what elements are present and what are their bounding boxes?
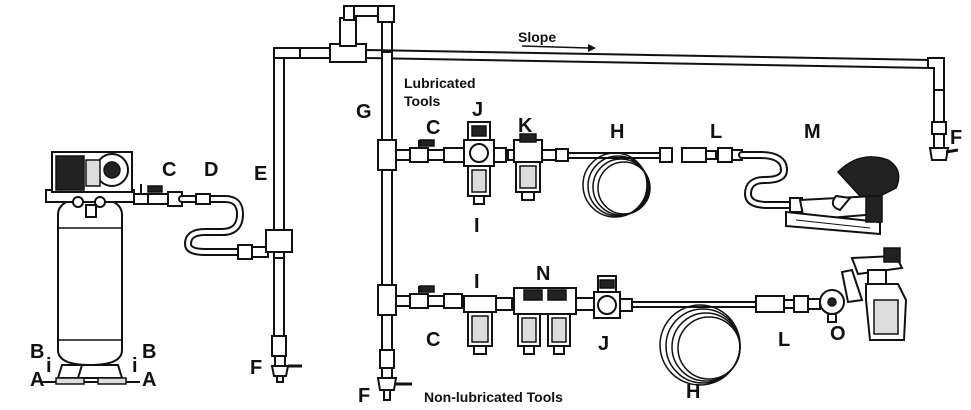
label-g: G: [356, 101, 372, 123]
regulator-lower: [593, 275, 633, 319]
lower-branch: [395, 285, 463, 309]
lubricator-k: [507, 133, 557, 201]
label-l-lower: L: [778, 329, 790, 351]
label-n: N: [536, 263, 550, 285]
drain-valve-bottom: [376, 367, 412, 401]
caption-slope: Slope: [518, 29, 556, 45]
label-o: O: [830, 323, 846, 345]
label-c-compressor: C: [162, 159, 176, 181]
drain-valve-left: [270, 355, 302, 383]
label-b-right: B: [142, 341, 156, 363]
label-k: K: [518, 115, 533, 137]
top-header-fittings: [329, 5, 945, 123]
label-b-left: B: [30, 341, 44, 363]
slope-indicator: [521, 44, 596, 52]
drain-valve-right: [928, 121, 959, 161]
label-f-left: F: [250, 357, 262, 379]
label-l-upper: L: [710, 121, 722, 143]
shutoff-valve-compressor: [133, 184, 183, 207]
label-a-right: A: [142, 369, 156, 391]
pipe-riser-e: [265, 47, 331, 357]
caption-non-lubricated: Non-lubricated Tools: [424, 389, 563, 405]
label-h-upper: H: [610, 121, 624, 143]
gauge-o: [807, 289, 845, 323]
label-c-lower: C: [426, 329, 440, 351]
spray-gun: [840, 247, 908, 341]
label-f-bottom: F: [358, 385, 370, 407]
label-f-right: F: [950, 127, 962, 149]
label-i-lower: I: [474, 271, 480, 293]
label-h-lower: H: [686, 381, 700, 403]
hose-coil-upper: [555, 147, 673, 218]
pipe-riser-g: [377, 51, 397, 369]
label-i-right: i: [132, 355, 138, 377]
filter-lower: [463, 295, 513, 355]
label-i-left: i: [46, 355, 52, 377]
hose-coil-lower: [632, 301, 756, 386]
label-e: E: [254, 163, 267, 185]
quick-coupler-upper: [681, 147, 743, 163]
label-c-upper: C: [426, 117, 440, 139]
filter-regulator-upper: [463, 121, 507, 205]
label-j-lower: J: [598, 333, 609, 355]
coalescing-filter-n: [513, 287, 597, 355]
upper-branch: [395, 139, 465, 163]
label-d: D: [204, 159, 218, 181]
label-j-upper: J: [472, 99, 483, 121]
flexible-hose-d: [178, 193, 269, 260]
whip-hose-m: [738, 151, 803, 213]
label-m: M: [804, 121, 821, 143]
label-i-upper: I: [474, 215, 480, 237]
framing-nailer: [785, 156, 900, 236]
caption-lubricated-line2: Tools: [404, 93, 441, 109]
caption-lubricated-line1: Lubricated: [404, 75, 476, 91]
quick-coupler-lower: [755, 295, 809, 313]
air-compressor: [40, 151, 140, 385]
label-a-left: A: [30, 369, 44, 391]
